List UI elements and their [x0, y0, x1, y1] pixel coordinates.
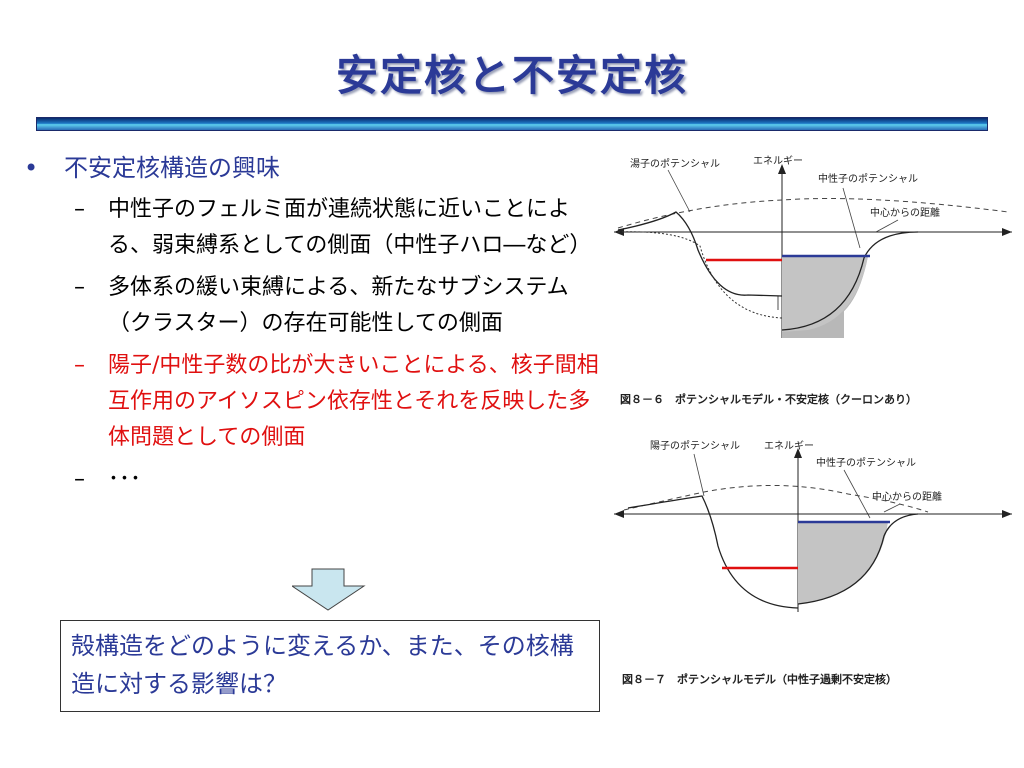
fig2-neutron-label: 中性子のポテンシャル [816, 456, 916, 469]
fig2-energy-label: エネルギー [764, 440, 814, 452]
dash-marker: – [74, 353, 85, 378]
bullet-list: • 不安定核構造の興味 – 中性子のフェルミ面が連続状態に近いことによる、弱束縛… [24, 150, 604, 498]
dash-marker: – [74, 197, 85, 222]
subitem-text: 多体系の緩い束縛による、新たなサブシステム（クラスター）の存在可能性しての側面 [108, 275, 569, 336]
fig1-caption: 図８－６ ポテンシャルモデル・不安定核（クーロンあり） [620, 393, 917, 406]
fig1-energy-label: エネルギー [753, 155, 803, 167]
fig1-proton-label: 湯子のポテンシャル [630, 157, 720, 170]
down-arrow-icon [292, 568, 366, 611]
subitem-isospin: – 陽子/中性子数の比が大きいことによる、核子間相互作用のアイソスピン依存性とそ… [24, 348, 604, 456]
bullet-main: • 不安定核構造の興味 [24, 150, 604, 186]
fig2-proton-label: 陽子のポテンシャル [650, 440, 740, 452]
subitem-fermi: – 中性子のフェルミ面が連続状態に近いことによる、弱束縛系としての側面（中性子ハ… [24, 192, 604, 264]
fig2-distance-label: 中心からの距離 [872, 490, 942, 503]
callout-box: 殻構造をどのように変えるか、また、その核構造に対する影響は？ [60, 620, 600, 712]
bullet-main-text: 不安定核構造の興味 [64, 154, 280, 182]
figure-potential-neutron-rich: 陽子のポテンシャル エネルギー 中性子のポテンシャル 中心からの距離 [614, 440, 1012, 612]
subitem-ellipsis: – ･･･ [24, 462, 604, 498]
slide-title: 安定核と不安定核 [335, 51, 688, 100]
bullet-marker: • [24, 154, 39, 182]
subitem-text: ･･･ [108, 467, 142, 492]
fig1-distance-label: 中心からの距離 [870, 206, 940, 219]
subitem-text: 陽子/中性子数の比が大きいことによる、核子間相互作用のアイソスピン依存性とそれを… [108, 353, 599, 450]
dash-marker: – [74, 467, 85, 492]
dash-marker: – [74, 275, 85, 300]
subitem-cluster: – 多体系の緩い束縛による、新たなサブシステム（クラスター）の存在可能性しての側… [24, 270, 604, 342]
subitem-text: 中性子のフェルミ面が連続状態に近いことによる、弱束縛系としての側面（中性子ハロ―… [108, 197, 592, 258]
fig2-caption: 図８－７ ポテンシャルモデル（中性子過剰不安定核） [622, 673, 897, 686]
title-divider-bar [36, 117, 988, 131]
fig1-neutron-label: 中性子のポテンシャル [818, 172, 918, 185]
figure-potential-coulomb: 湯子のポテンシャル エネルギー 中性子のポテンシャル 中心からの距離 [614, 155, 1012, 338]
